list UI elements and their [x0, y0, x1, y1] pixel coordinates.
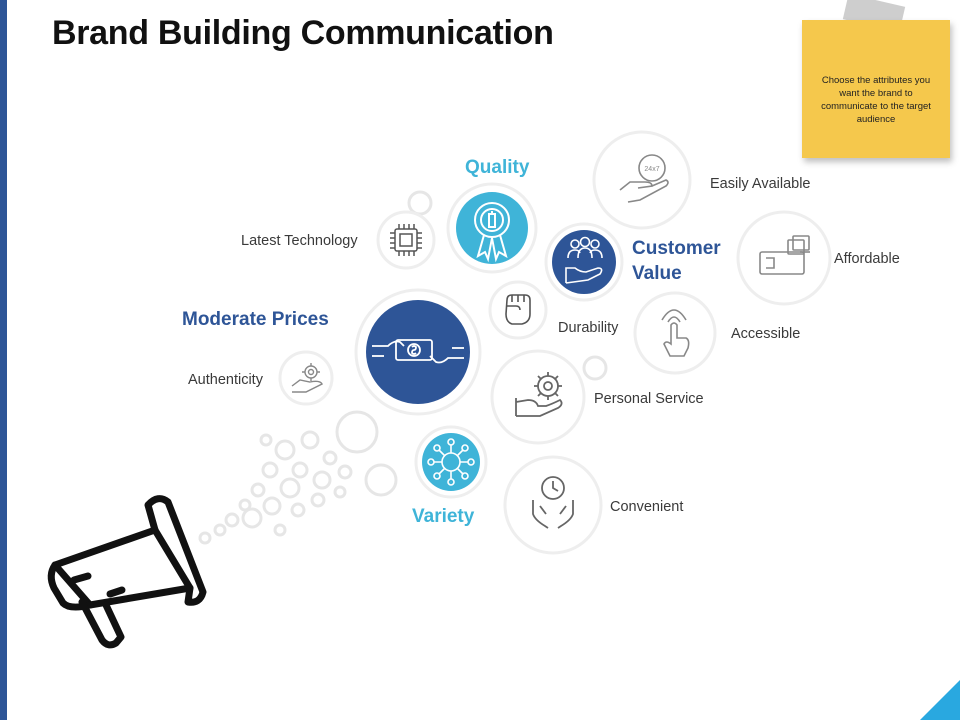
durability-node [488, 280, 548, 340]
quality-node [446, 182, 538, 274]
money-wallet-icon [759, 235, 810, 275]
personal-service-node [490, 349, 586, 445]
customer-value-label-line-2: Value [632, 263, 682, 284]
durability-label: Durability [558, 320, 619, 336]
money-handshake-icon [372, 339, 464, 364]
latest-technology-node [376, 210, 436, 270]
easily-available-node [592, 130, 692, 230]
authenticity-node [278, 350, 334, 406]
moderate-prices-label: Moderate Prices [182, 309, 329, 330]
clock-hands-icon [532, 476, 574, 529]
chip-icon [390, 224, 422, 256]
variety-node [414, 425, 488, 499]
sticky-note-text: Choose the attributes you want the brand… [821, 75, 931, 125]
accessible-label: Accessible [731, 326, 801, 342]
personal-service-label: Personal Service [594, 391, 704, 407]
corner-accent [920, 680, 960, 720]
available-24-7-text: 24x7 [644, 166, 659, 173]
touch-icon [661, 309, 690, 357]
customer-value-node [544, 222, 624, 302]
fist-icon [505, 294, 531, 325]
network-icon [427, 438, 475, 486]
variety-label: Variety [412, 506, 475, 527]
page-title: Brand Building Communication [52, 14, 554, 52]
gear-hand-icon [515, 372, 563, 417]
megaphone-icon [47, 495, 207, 649]
sticky-note [802, 20, 950, 158]
latest-technology-label: Latest Technology [241, 233, 358, 249]
group-in-hand-icon [565, 236, 603, 284]
affordable-node [736, 210, 832, 306]
affordable-label: Affordable [834, 251, 900, 267]
convenient-label: Convenient [610, 499, 684, 515]
quality-label: Quality [465, 157, 530, 178]
decorative-bubbles [198, 190, 608, 545]
moderate-prices-node [354, 288, 482, 416]
left-accent-bar [0, 0, 7, 720]
accessible-node [633, 291, 717, 375]
hand-24-7-icon [619, 154, 669, 203]
convenient-node [503, 455, 603, 555]
authenticity-label: Authenticity [188, 372, 263, 388]
customer-value-label-line-1: Customer [632, 238, 721, 259]
award-ribbon-icon [474, 202, 510, 263]
gear-hand-icon [291, 363, 323, 393]
easily-available-label: Easily Available [710, 176, 811, 192]
